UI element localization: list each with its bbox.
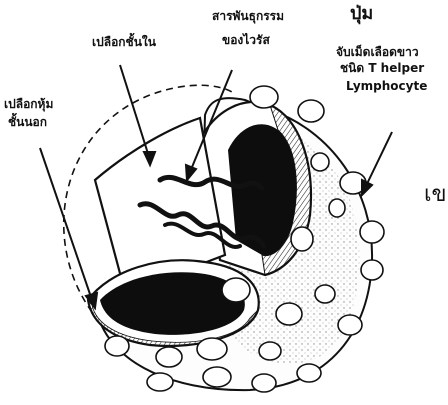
spike-knob xyxy=(315,285,335,303)
spike-knob xyxy=(329,199,345,217)
spike-knob xyxy=(105,336,129,356)
spike-knob xyxy=(203,367,231,387)
label-genetic-material-line2: ของไวรัส xyxy=(222,34,270,48)
arrow-spike xyxy=(365,132,392,188)
label-outer-envelope-line1: เปลือกหุ้ม xyxy=(4,98,53,112)
label-spike-desc-line2: ชนิด T helper xyxy=(340,62,424,76)
spike-knob xyxy=(276,303,302,325)
spike-knob xyxy=(156,347,182,367)
spike-knob xyxy=(259,342,281,360)
spike-knob xyxy=(360,221,384,243)
spike-knob xyxy=(297,364,321,382)
spike-knob xyxy=(250,86,278,108)
spike-knob xyxy=(197,338,227,360)
label-edge-fragment: เข xyxy=(424,182,447,207)
label-spike-desc-line1: จับเม็ดเลือดขาว xyxy=(336,46,419,60)
label-genetic-material-line1: สารพันธุกรรม xyxy=(212,10,284,24)
spike-knob xyxy=(147,373,173,391)
spike-knob xyxy=(291,227,313,251)
spike-knob xyxy=(222,278,250,302)
spike-knob xyxy=(298,100,324,122)
label-spike-desc-line3: Lymphocyte xyxy=(346,80,427,94)
spike-knob xyxy=(252,374,276,392)
spike-knob xyxy=(338,315,362,335)
spike-knob xyxy=(361,260,383,280)
spike-knob xyxy=(311,153,329,171)
label-spike-title: ปุ่ม xyxy=(350,4,373,25)
label-inner-shell: เปลือกชั้นใน xyxy=(92,36,156,50)
arrow-inner-shell xyxy=(120,65,150,160)
arrow-spike-head xyxy=(362,180,372,195)
label-outer-envelope-line2: ชั้นนอก xyxy=(8,116,47,130)
arrow-outer-envelope xyxy=(40,148,92,300)
